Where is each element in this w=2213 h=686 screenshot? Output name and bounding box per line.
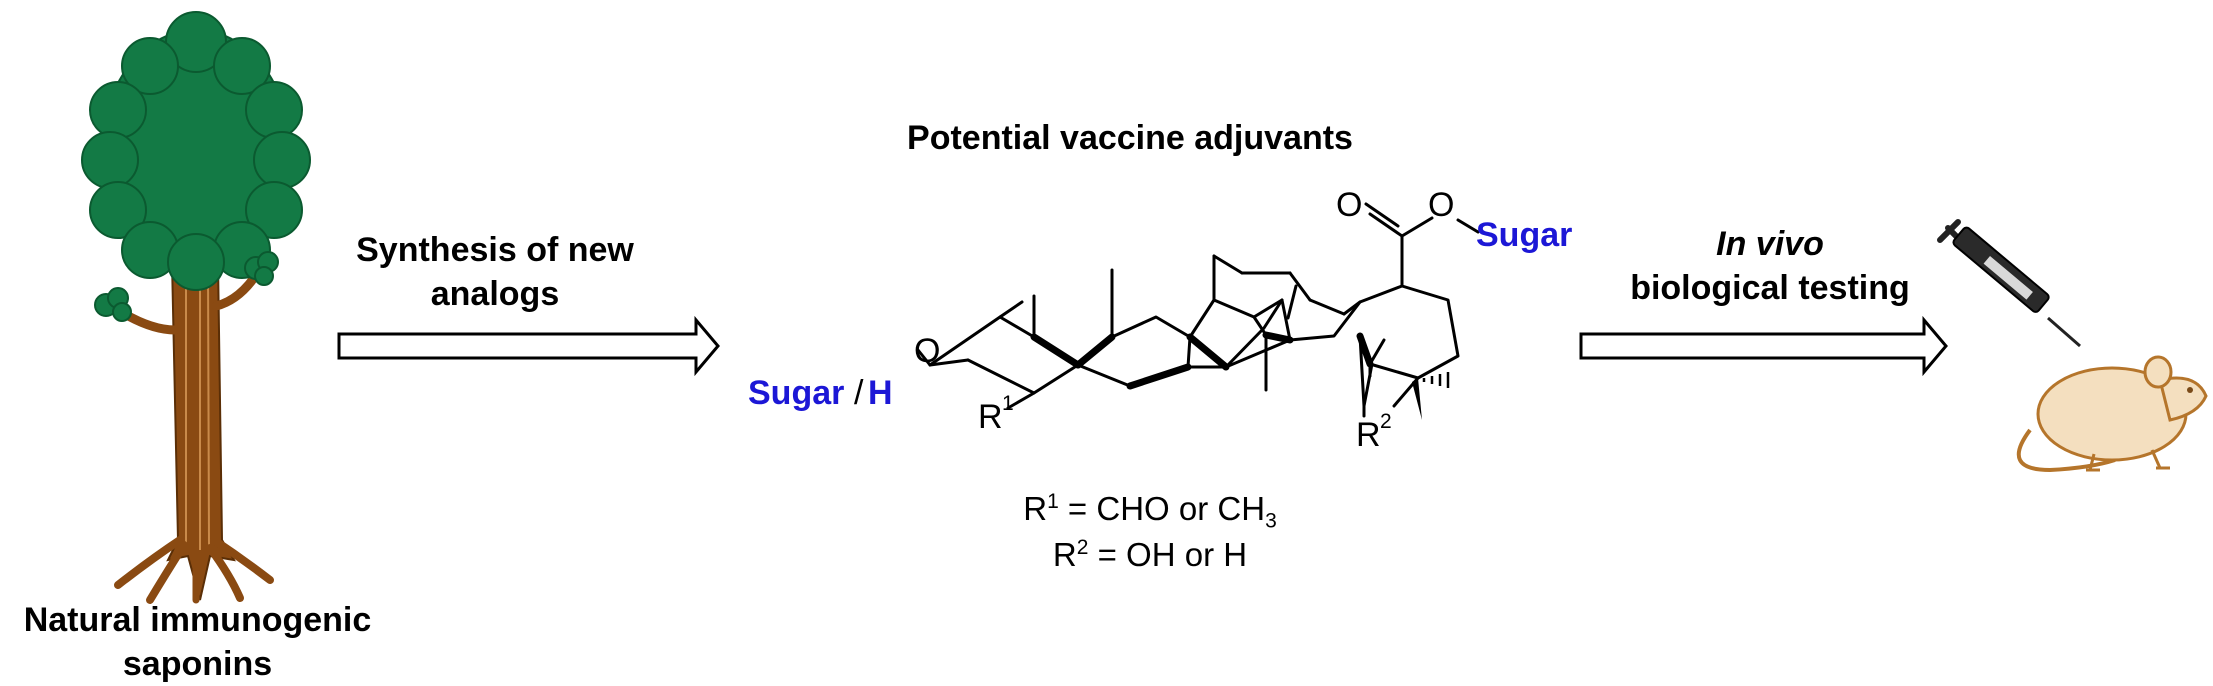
r1-label: R: [978, 398, 1003, 436]
r1-superscript: 1: [1002, 392, 1014, 415]
source-label-line1: Natural immunogenic: [23, 601, 372, 639]
r2-superscript: 2: [1380, 410, 1392, 433]
synthesis-label: Synthesis of new analogs: [330, 228, 660, 316]
h-left-label: H: [868, 374, 893, 412]
sugar-right-label: Sugar: [1476, 216, 1572, 254]
testing-label-line2: biological testing: [1630, 269, 1910, 307]
synthesis-label-line1: Synthesis of new: [356, 231, 634, 269]
sugar-left-label: Sugar: [748, 374, 844, 412]
testing-label: In vivo biological testing: [1580, 222, 1960, 310]
carbonyl-oxygen-label: O: [1336, 186, 1362, 224]
wedge-bonds: [1030, 331, 1450, 420]
r1-definition: R1 = CHO or CH3: [1023, 490, 1277, 533]
r2-definition: R2 = OH or H: [1052, 536, 1248, 573]
structure-text: Sugar / H O O O Sugar R 1 R 2: [748, 186, 1572, 454]
ring-bonds: [916, 202, 1480, 418]
ester-oxygen-label: O: [1428, 186, 1454, 224]
product-title: Potential vaccine adjuvants: [907, 119, 1353, 157]
mouse-icon: [2016, 355, 2208, 473]
tree-canopy: [81, 11, 311, 291]
syringe-icon: [1937, 219, 2081, 348]
slash-label: /: [854, 374, 864, 412]
tree-leaf-clusters: [94, 251, 279, 322]
synthesis-label-line2: analogs: [430, 275, 560, 313]
testing-label-line1: In vivo: [1716, 225, 1824, 263]
oxygen-left-label: O: [914, 332, 940, 370]
r2-label: R: [1356, 416, 1381, 454]
source-label-line2: saponins: [122, 645, 273, 683]
source-label: Natural immunogenic saponins: [0, 598, 395, 686]
